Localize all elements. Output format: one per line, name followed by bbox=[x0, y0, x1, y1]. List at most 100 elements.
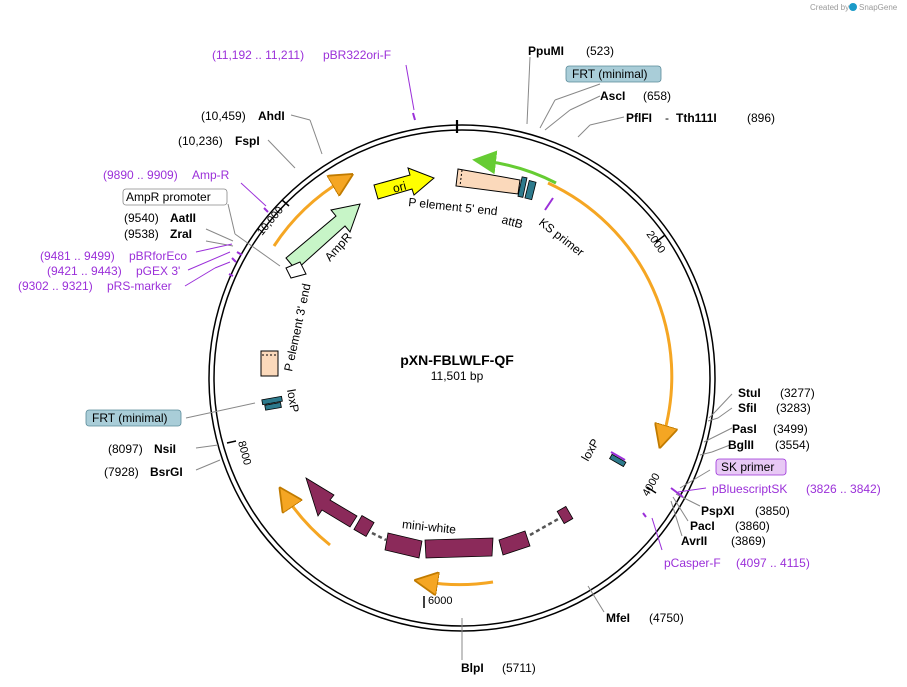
orf-arrow-left-top bbox=[272, 180, 343, 247]
svg-text:MfeI: MfeI bbox=[606, 611, 630, 625]
svg-text:SfiI: SfiI bbox=[738, 401, 757, 415]
primer-pcasper-f[interactable]: pCasper-F (4097 .. 4115) bbox=[664, 556, 810, 570]
svg-text:PflFI: PflFI bbox=[626, 111, 652, 125]
ori-feature: ori bbox=[373, 167, 435, 200]
primer-amp-r[interactable]: (9890 .. 9909) Amp-R bbox=[103, 168, 230, 182]
tick-6000: 6000 bbox=[423, 595, 452, 608]
frt-minimal-top-label[interactable]: FRT (minimal) bbox=[565, 65, 662, 83]
svg-text:(3860): (3860) bbox=[735, 519, 770, 533]
svg-text:(9302 .. 9321): (9302 .. 9321) bbox=[18, 279, 93, 293]
svg-text:loxP: loxP bbox=[578, 436, 602, 463]
svg-text:FspI: FspI bbox=[235, 134, 260, 148]
enzyme-paci[interactable]: PacI (3860) bbox=[690, 519, 770, 533]
svg-text:Amp-R: Amp-R bbox=[192, 168, 230, 182]
loxp-right-feature: loxP bbox=[578, 436, 627, 468]
plasmid-name: pXN-FBLWLF-QF bbox=[400, 352, 514, 368]
svg-text:FRT (minimal): FRT (minimal) bbox=[92, 411, 168, 425]
primer-pbluescriptsk[interactable]: pBluescriptSK (3826 .. 3842) bbox=[712, 482, 881, 496]
svg-text:loxP: loxP bbox=[284, 388, 302, 413]
svg-text:AscI: AscI bbox=[600, 89, 625, 103]
ks-primer: KS primer bbox=[536, 197, 587, 259]
svg-text:PspXI: PspXI bbox=[701, 504, 734, 518]
svg-text:(4097 .. 4115): (4097 .. 4115) bbox=[736, 556, 810, 570]
svg-text:(3499): (3499) bbox=[773, 422, 808, 436]
svg-text:(3283): (3283) bbox=[776, 401, 811, 415]
svg-text:AmpR promoter: AmpR promoter bbox=[126, 190, 211, 204]
svg-text:pRS-marker: pRS-marker bbox=[107, 279, 172, 293]
enzyme-pspxi[interactable]: PspXI (3850) bbox=[701, 504, 790, 518]
svg-text:PacI: PacI bbox=[690, 519, 715, 533]
svg-text:6000: 6000 bbox=[428, 595, 452, 607]
svg-text:ZraI: ZraI bbox=[170, 227, 192, 241]
enzyme-fspi[interactable]: (10,236) FspI bbox=[178, 134, 260, 148]
enzyme-nsii[interactable]: (8097) NsiI bbox=[108, 442, 176, 456]
svg-text:PpuMI: PpuMI bbox=[528, 44, 564, 58]
mini-white-feature: mini-white bbox=[305, 477, 574, 559]
enzyme-ppumi[interactable]: PpuMI (523) bbox=[528, 44, 614, 58]
primer-pbrforeco[interactable]: (9481 .. 9499) pBRforEco bbox=[40, 249, 187, 263]
svg-text:(10,236): (10,236) bbox=[178, 134, 223, 148]
orf-arrow-right bbox=[547, 181, 672, 437]
enzyme-sfii[interactable]: SfiI (3283) bbox=[738, 401, 811, 415]
svg-text:(4750): (4750) bbox=[649, 611, 684, 625]
sk-primer-label[interactable]: SK primer bbox=[715, 458, 787, 476]
enzyme-ahdi[interactable]: (10,459) AhdI bbox=[201, 109, 285, 123]
ampr-promoter-label[interactable]: AmpR promoter bbox=[122, 188, 228, 206]
enzyme-zrai[interactable]: (9538) ZraI bbox=[124, 227, 192, 241]
green-primer-arrow bbox=[472, 150, 557, 185]
enzyme-asci[interactable]: AscI (658) bbox=[600, 89, 671, 103]
svg-text:mini-white: mini-white bbox=[401, 517, 457, 537]
svg-text:AvrII: AvrII bbox=[681, 534, 707, 548]
credit-text: Created by bbox=[810, 3, 849, 12]
enzyme-stui[interactable]: StuI (3277) bbox=[738, 386, 815, 400]
primer-prs-marker[interactable]: (9302 .. 9321) pRS-marker bbox=[18, 279, 172, 293]
svg-text:(896): (896) bbox=[747, 111, 775, 125]
ampr-promoter-feature bbox=[285, 261, 307, 279]
enzyme-avrii[interactable]: AvrII (3869) bbox=[681, 534, 766, 548]
svg-text:(3869): (3869) bbox=[731, 534, 766, 548]
svg-text:pBR322ori-F: pBR322ori-F bbox=[323, 48, 391, 62]
svg-text:KS primer: KS primer bbox=[536, 215, 587, 259]
enzyme-aatii[interactable]: (9540) AatII bbox=[124, 211, 196, 225]
svg-text:pBRforEco: pBRforEco bbox=[129, 249, 187, 263]
svg-text:(5711): (5711) bbox=[502, 661, 536, 675]
svg-text:AatII: AatII bbox=[170, 211, 196, 225]
svg-text:BsrGI: BsrGI bbox=[150, 465, 183, 479]
tick-4000: 4000 bbox=[640, 471, 663, 498]
svg-text:(10,459): (10,459) bbox=[201, 109, 246, 123]
svg-text:-: - bbox=[665, 111, 669, 125]
svg-text:NsiI: NsiI bbox=[154, 442, 176, 456]
svg-text:10,000: 10,000 bbox=[255, 204, 286, 237]
svg-text:ori: ori bbox=[391, 179, 408, 196]
enzyme-bsrgi[interactable]: (7928) BsrGI bbox=[104, 465, 183, 479]
enzyme-bglii[interactable]: BglII (3554) bbox=[728, 438, 810, 452]
enzyme-blpi[interactable]: BlpI (5711) bbox=[461, 661, 536, 675]
attb-feature: attB bbox=[500, 176, 537, 231]
frt-minimal-left-label[interactable]: FRT (minimal) bbox=[85, 409, 182, 427]
loxp-left-feature: loxP bbox=[261, 388, 302, 414]
svg-text:P element 5' end: P element 5' end bbox=[408, 195, 498, 218]
svg-text:(3826 .. 3842): (3826 .. 3842) bbox=[806, 482, 881, 496]
svg-text:(9540): (9540) bbox=[124, 211, 159, 225]
svg-text:SK primer: SK primer bbox=[721, 460, 774, 474]
svg-text:(3850): (3850) bbox=[755, 504, 790, 518]
svg-text:PasI: PasI bbox=[732, 422, 757, 436]
primer-site-marks bbox=[228, 112, 684, 518]
enzyme-pasi[interactable]: PasI (3499) bbox=[732, 422, 808, 436]
enzyme-mfei[interactable]: MfeI (4750) bbox=[606, 611, 684, 625]
primer-pbr322ori-f[interactable]: (11,192 .. 11,211) pBR322ori-F bbox=[212, 48, 391, 62]
svg-text:(9538): (9538) bbox=[124, 227, 159, 241]
svg-text:pCasper-F: pCasper-F bbox=[664, 556, 721, 570]
svg-text:(8097): (8097) bbox=[108, 442, 143, 456]
svg-text:(7928): (7928) bbox=[104, 465, 139, 479]
svg-text:(523): (523) bbox=[586, 44, 614, 58]
svg-text:(9890 .. 9909): (9890 .. 9909) bbox=[103, 168, 178, 182]
primer-pgex-3[interactable]: (9421 .. 9443) pGEX 3' bbox=[47, 264, 180, 278]
svg-text:BlpI: BlpI bbox=[461, 661, 484, 675]
plasmid-size: 11,501 bp bbox=[431, 369, 484, 383]
svg-text:8000: 8000 bbox=[235, 440, 253, 467]
svg-text:AhdI: AhdI bbox=[258, 109, 285, 123]
enzyme-pflfi-tth111i[interactable]: PflFI - Tth111I (896) bbox=[626, 111, 775, 125]
primer-callouts bbox=[184, 64, 707, 551]
callout-lines bbox=[185, 56, 733, 660]
